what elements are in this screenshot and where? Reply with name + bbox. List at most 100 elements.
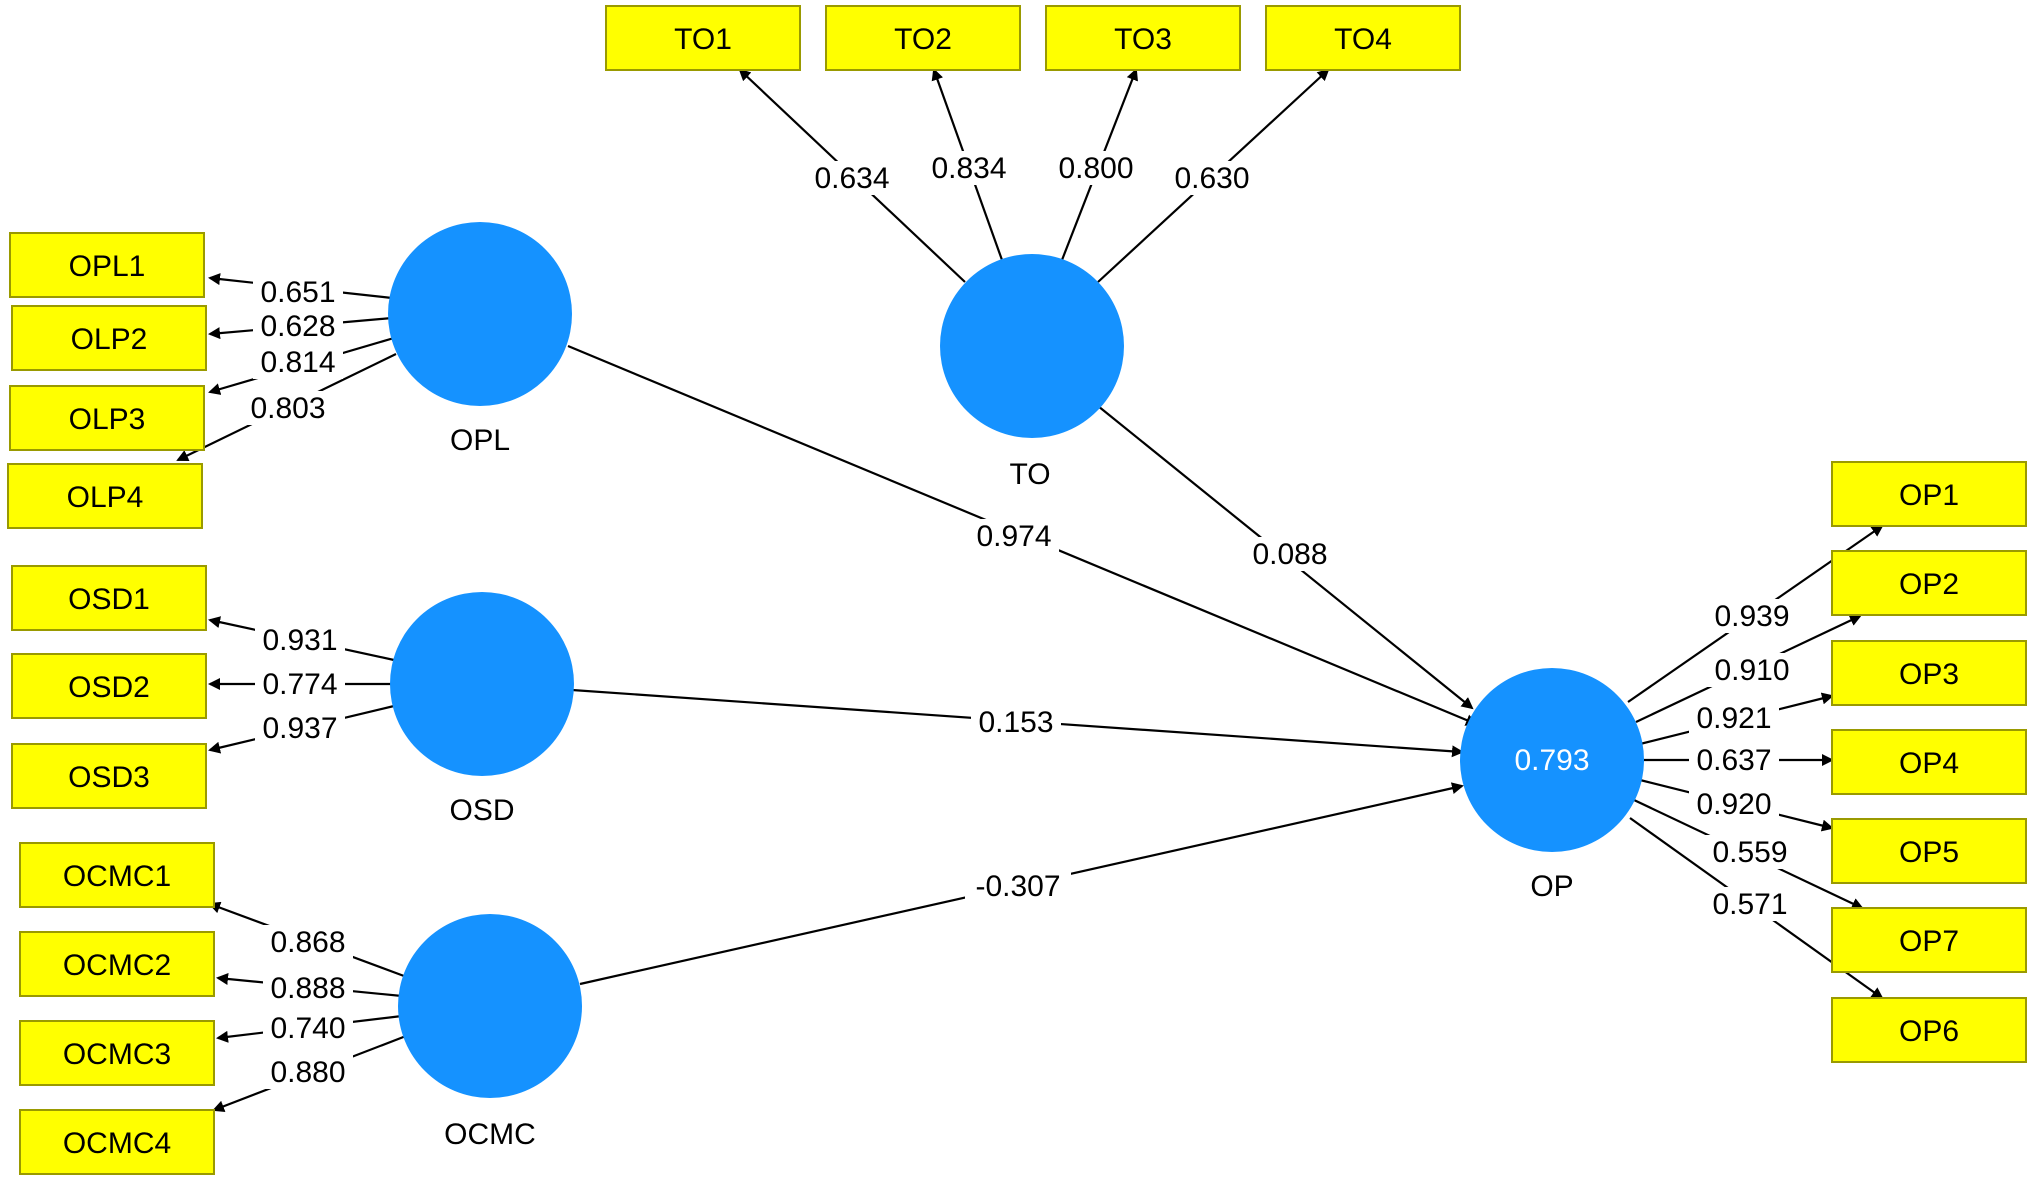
- indicator-box: [7, 463, 203, 529]
- loading-label-to2: 0.834: [931, 152, 1006, 185]
- indicator-to1[interactable]: TO1: [605, 5, 801, 71]
- indicator-op5[interactable]: OP5: [1831, 818, 2027, 884]
- indicator-op1[interactable]: OP1: [1831, 461, 2027, 527]
- indicator-osd2[interactable]: OSD2: [11, 653, 207, 719]
- indicator-label: TO4: [1334, 23, 1392, 56]
- loading-label-to4-background: [1167, 161, 1257, 195]
- indicator-label: OP2: [1899, 568, 1959, 601]
- latent-circle: [1460, 668, 1644, 852]
- path-coefficient-osd: 0.153: [978, 706, 1053, 739]
- indicator-label: OSD1: [68, 583, 150, 616]
- indicator-box: [19, 931, 215, 997]
- latent-label: TO: [1009, 458, 1050, 491]
- loading-label-ocmc2: 0.888: [270, 972, 345, 1005]
- indicator-to3[interactable]: TO3: [1045, 5, 1241, 71]
- indicator-to2[interactable]: TO2: [825, 5, 1021, 71]
- indicator-label: OLP4: [67, 481, 144, 514]
- indicator-to4[interactable]: TO4: [1265, 5, 1461, 71]
- loading-label-to1-background: [807, 161, 897, 195]
- path-coefficient-opl-background: [969, 519, 1059, 553]
- indicator-olp3[interactable]: OLP3: [9, 385, 205, 451]
- loading-label-op4: 0.637: [1696, 744, 1771, 777]
- latent-to[interactable]: TO: [940, 254, 1124, 491]
- latent-circle: [398, 914, 582, 1098]
- indicator-olp4[interactable]: OLP4: [7, 463, 203, 529]
- loading-label-olp2-background: [253, 309, 343, 343]
- indicator-box: [1831, 550, 2027, 616]
- indicator-label: OP4: [1899, 747, 1959, 780]
- indicator-label: OSD3: [68, 761, 150, 794]
- latent-circle: [940, 254, 1124, 438]
- loading-label-op2: 0.910: [1714, 654, 1789, 687]
- loading-label-to4: 0.630: [1174, 162, 1249, 195]
- indicator-box: [1045, 5, 1241, 71]
- indicator-box: [9, 385, 205, 451]
- latent-circle: [388, 222, 572, 406]
- loading-label-ocmc2-background: [263, 971, 353, 1005]
- loading-label-to2-background: [924, 151, 1014, 185]
- loading-label-olp4: 0.803: [250, 392, 325, 425]
- indicator-label: OP1: [1899, 479, 1959, 512]
- loading-label-olp2: 0.628: [260, 310, 335, 343]
- loading-label-op3-background: [1689, 701, 1779, 735]
- indicator-label: OP6: [1899, 1015, 1959, 1048]
- indicator-ocmc4[interactable]: OCMC4: [19, 1109, 215, 1175]
- path-coefficient-to-background: [1245, 537, 1335, 571]
- indicator-box: [1831, 461, 2027, 527]
- latent-opl[interactable]: OPL: [388, 222, 572, 457]
- indicator-label: OP7: [1899, 925, 1959, 958]
- indicator-ocmc3[interactable]: OCMC3: [19, 1020, 215, 1086]
- loading-label-olp4-background: [243, 391, 333, 425]
- indicator-label: OP3: [1899, 658, 1959, 691]
- latent-label: OSD: [449, 794, 514, 827]
- path-coefficient-ocmc: -0.307: [975, 870, 1060, 903]
- loading-label-ocmc3: 0.740: [270, 1012, 345, 1045]
- indicator-label: OLP3: [69, 403, 146, 436]
- loading-label-osd1-background: [255, 623, 345, 657]
- indicator-osd1[interactable]: OSD1: [11, 565, 207, 631]
- indicator-box: [9, 232, 205, 298]
- indicator-olp2[interactable]: OLP2: [11, 305, 207, 371]
- indicator-box: [1831, 997, 2027, 1063]
- loading-label-olp3-background: [253, 345, 343, 379]
- indicator-label: TO1: [674, 23, 732, 56]
- indicator-op3[interactable]: OP3: [1831, 640, 2027, 706]
- indicator-op2[interactable]: OP2: [1831, 550, 2027, 616]
- loading-label-op3: 0.921: [1696, 702, 1771, 735]
- latent-label: OCMC: [444, 1118, 536, 1151]
- indicator-box: [19, 1020, 215, 1086]
- indicator-box: [605, 5, 801, 71]
- indicator-label: OCMC1: [63, 860, 171, 893]
- indicator-box: [11, 565, 207, 631]
- indicator-label: OLP2: [71, 323, 148, 356]
- loading-label-op5-background: [1689, 787, 1779, 821]
- latent-ocmc[interactable]: OCMC: [398, 914, 582, 1151]
- latent-label: OPL: [450, 424, 510, 457]
- loading-label-op5: 0.920: [1696, 788, 1771, 821]
- indicator-label: TO3: [1114, 23, 1172, 56]
- loading-label-opl1: 0.651: [260, 276, 335, 309]
- indicator-opl1[interactable]: OPL1: [9, 232, 205, 298]
- latent-osd[interactable]: OSD: [390, 592, 574, 827]
- loading-label-to3-background: [1051, 151, 1141, 185]
- latent-circle: [390, 592, 574, 776]
- indicator-op6[interactable]: OP6: [1831, 997, 2027, 1063]
- indicator-ocmc2[interactable]: OCMC2: [19, 931, 215, 997]
- loading-label-osd2: 0.774: [262, 668, 337, 701]
- indicator-op7[interactable]: OP7: [1831, 907, 2027, 973]
- indicator-ocmc1[interactable]: OCMC1: [19, 842, 215, 908]
- path-coefficient-ocmc-background: [965, 869, 1071, 903]
- loading-label-op6: 0.571: [1712, 888, 1787, 921]
- indicator-label: OCMC4: [63, 1127, 171, 1160]
- loading-label-opl1-background: [253, 275, 343, 309]
- r-squared-value: 0.793: [1514, 744, 1589, 777]
- loading-label-ocmc4-background: [263, 1055, 353, 1089]
- path-coefficient-osd-background: [971, 705, 1061, 739]
- path-coefficient-opl: 0.974: [976, 520, 1051, 553]
- indicator-osd3[interactable]: OSD3: [11, 743, 207, 809]
- loading-label-olp3: 0.814: [260, 346, 335, 379]
- indicator-box: [19, 1109, 215, 1175]
- indicator-op4[interactable]: OP4: [1831, 729, 2027, 795]
